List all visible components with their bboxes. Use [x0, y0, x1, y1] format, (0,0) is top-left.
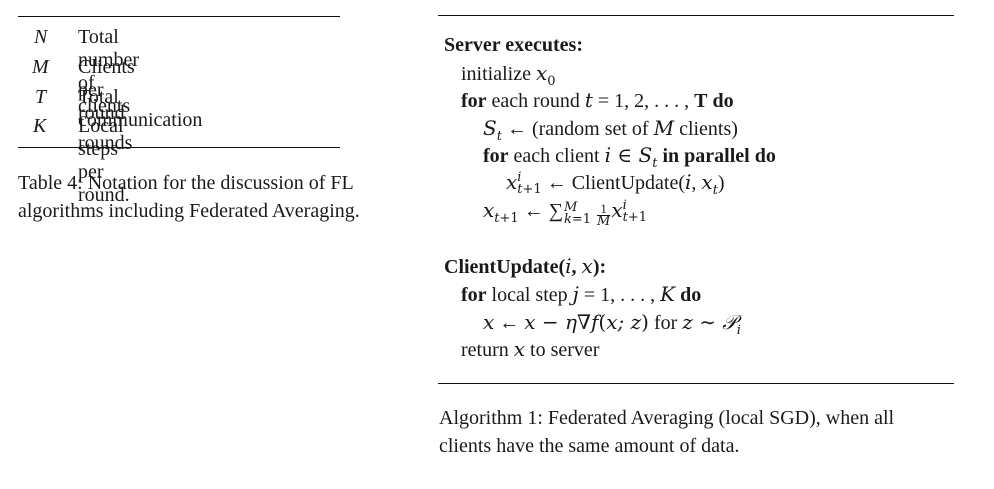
keyword-do: do	[712, 90, 734, 112]
math-M: M	[653, 116, 675, 140]
to-server-text: to server	[530, 339, 600, 361]
arrow-symbol: ←	[499, 312, 520, 334]
math-K: K	[660, 282, 676, 306]
clients-text: clients)	[679, 118, 738, 140]
client-update-params: (i, x):	[558, 254, 607, 278]
notation-table: N Total number of clients M Clients per …	[18, 0, 348, 206]
algo-line-for-round: for each round t = 1, 2, . . . , T do	[461, 88, 734, 113]
algorithm-top-rule	[438, 15, 954, 16]
algorithm-bottom-rule	[438, 383, 954, 384]
client-update-title: ClientUpdate	[444, 256, 559, 278]
T-value: T	[694, 90, 708, 112]
symbol-cell: K	[33, 115, 47, 137]
algo-line-sgd-update: x ← x − η∇f(x; z) for z ∼ 𝒫i	[483, 310, 741, 338]
math-St: St	[483, 116, 502, 144]
arrow-symbol: ←	[546, 172, 567, 194]
math-t: t	[584, 88, 593, 112]
table-caption: Table 4: Notation for the discussion of …	[18, 169, 360, 225]
keyword-for: for	[461, 90, 487, 112]
math-x-t1: xt+1	[483, 198, 519, 226]
for-text: for	[653, 312, 678, 334]
table-caption-line: Table 4: Notation for the discussion of …	[18, 172, 354, 194]
arrow-symbol: ←	[506, 118, 527, 140]
keyword-do: do	[680, 284, 702, 306]
client-update-header: ClientUpdate(i, x):	[444, 254, 606, 279]
client-update-call: ClientUpdate	[571, 172, 679, 194]
keyword-in-parallel: in parallel	[662, 145, 750, 167]
each-client-text: each client	[513, 145, 600, 167]
math-x: x	[483, 310, 495, 334]
algo-line-return: return x to server	[461, 337, 599, 362]
math-sgd-expression: x − η∇f(x; z)	[524, 310, 649, 334]
algorithm-caption-line: clients have the same amount of data.	[439, 435, 740, 457]
client-update-args: (i, xt)	[678, 170, 725, 198]
math-x0: x0	[535, 61, 556, 89]
keyword-for: for	[461, 284, 487, 306]
sum-symbol: ∑	[548, 200, 563, 222]
math-z-dist: z ∼ 𝒫i	[682, 310, 741, 338]
initialize-text: initialize	[461, 63, 531, 85]
symbol-cell: T	[35, 86, 47, 108]
table-top-rule	[18, 16, 340, 17]
symbol-cell: M	[32, 56, 49, 78]
math-j: j	[572, 282, 579, 306]
definition-cell: Local steps per round.	[78, 115, 130, 206]
algo-line-for-client: for each client i ∈ St in parallel do	[483, 143, 776, 171]
round-values: = 1, 2, . . . ,	[597, 90, 690, 112]
algo-line-initialize: initialize x0	[461, 61, 556, 89]
local-step-text: local step	[491, 284, 568, 306]
local-step-values: = 1, . . . ,	[583, 284, 656, 306]
table-bottom-rule	[18, 147, 340, 148]
math-i-in-St: i ∈ St	[604, 143, 658, 171]
definition-cell: Total communication rounds	[78, 86, 203, 154]
random-set-text: (random set of	[531, 118, 649, 140]
algo-line-sample: St ← (random set of M clients)	[483, 116, 738, 144]
table-caption-line: algorithms including Federated Averaging…	[18, 200, 360, 222]
definition-cell: Total number of clients	[78, 26, 140, 117]
arrow-symbol: ←	[523, 200, 544, 222]
keyword-do: do	[754, 145, 776, 167]
math-x: x	[513, 337, 526, 361]
algorithm-caption: Algorithm 1: Federated Averaging (local …	[439, 404, 894, 460]
definition-cell: Clients per round	[78, 56, 135, 124]
server-executes-header: Server executes:	[444, 34, 584, 56]
algorithm-caption-line: Algorithm 1: Federated Averaging (local …	[439, 407, 895, 429]
symbol-cell: N	[34, 26, 48, 48]
algo-line-for-local-step: for local step j = 1, . . . , K do	[461, 282, 701, 307]
each-round-text: each round	[491, 90, 580, 112]
return-text: return	[461, 339, 509, 361]
keyword-for: for	[483, 145, 509, 167]
